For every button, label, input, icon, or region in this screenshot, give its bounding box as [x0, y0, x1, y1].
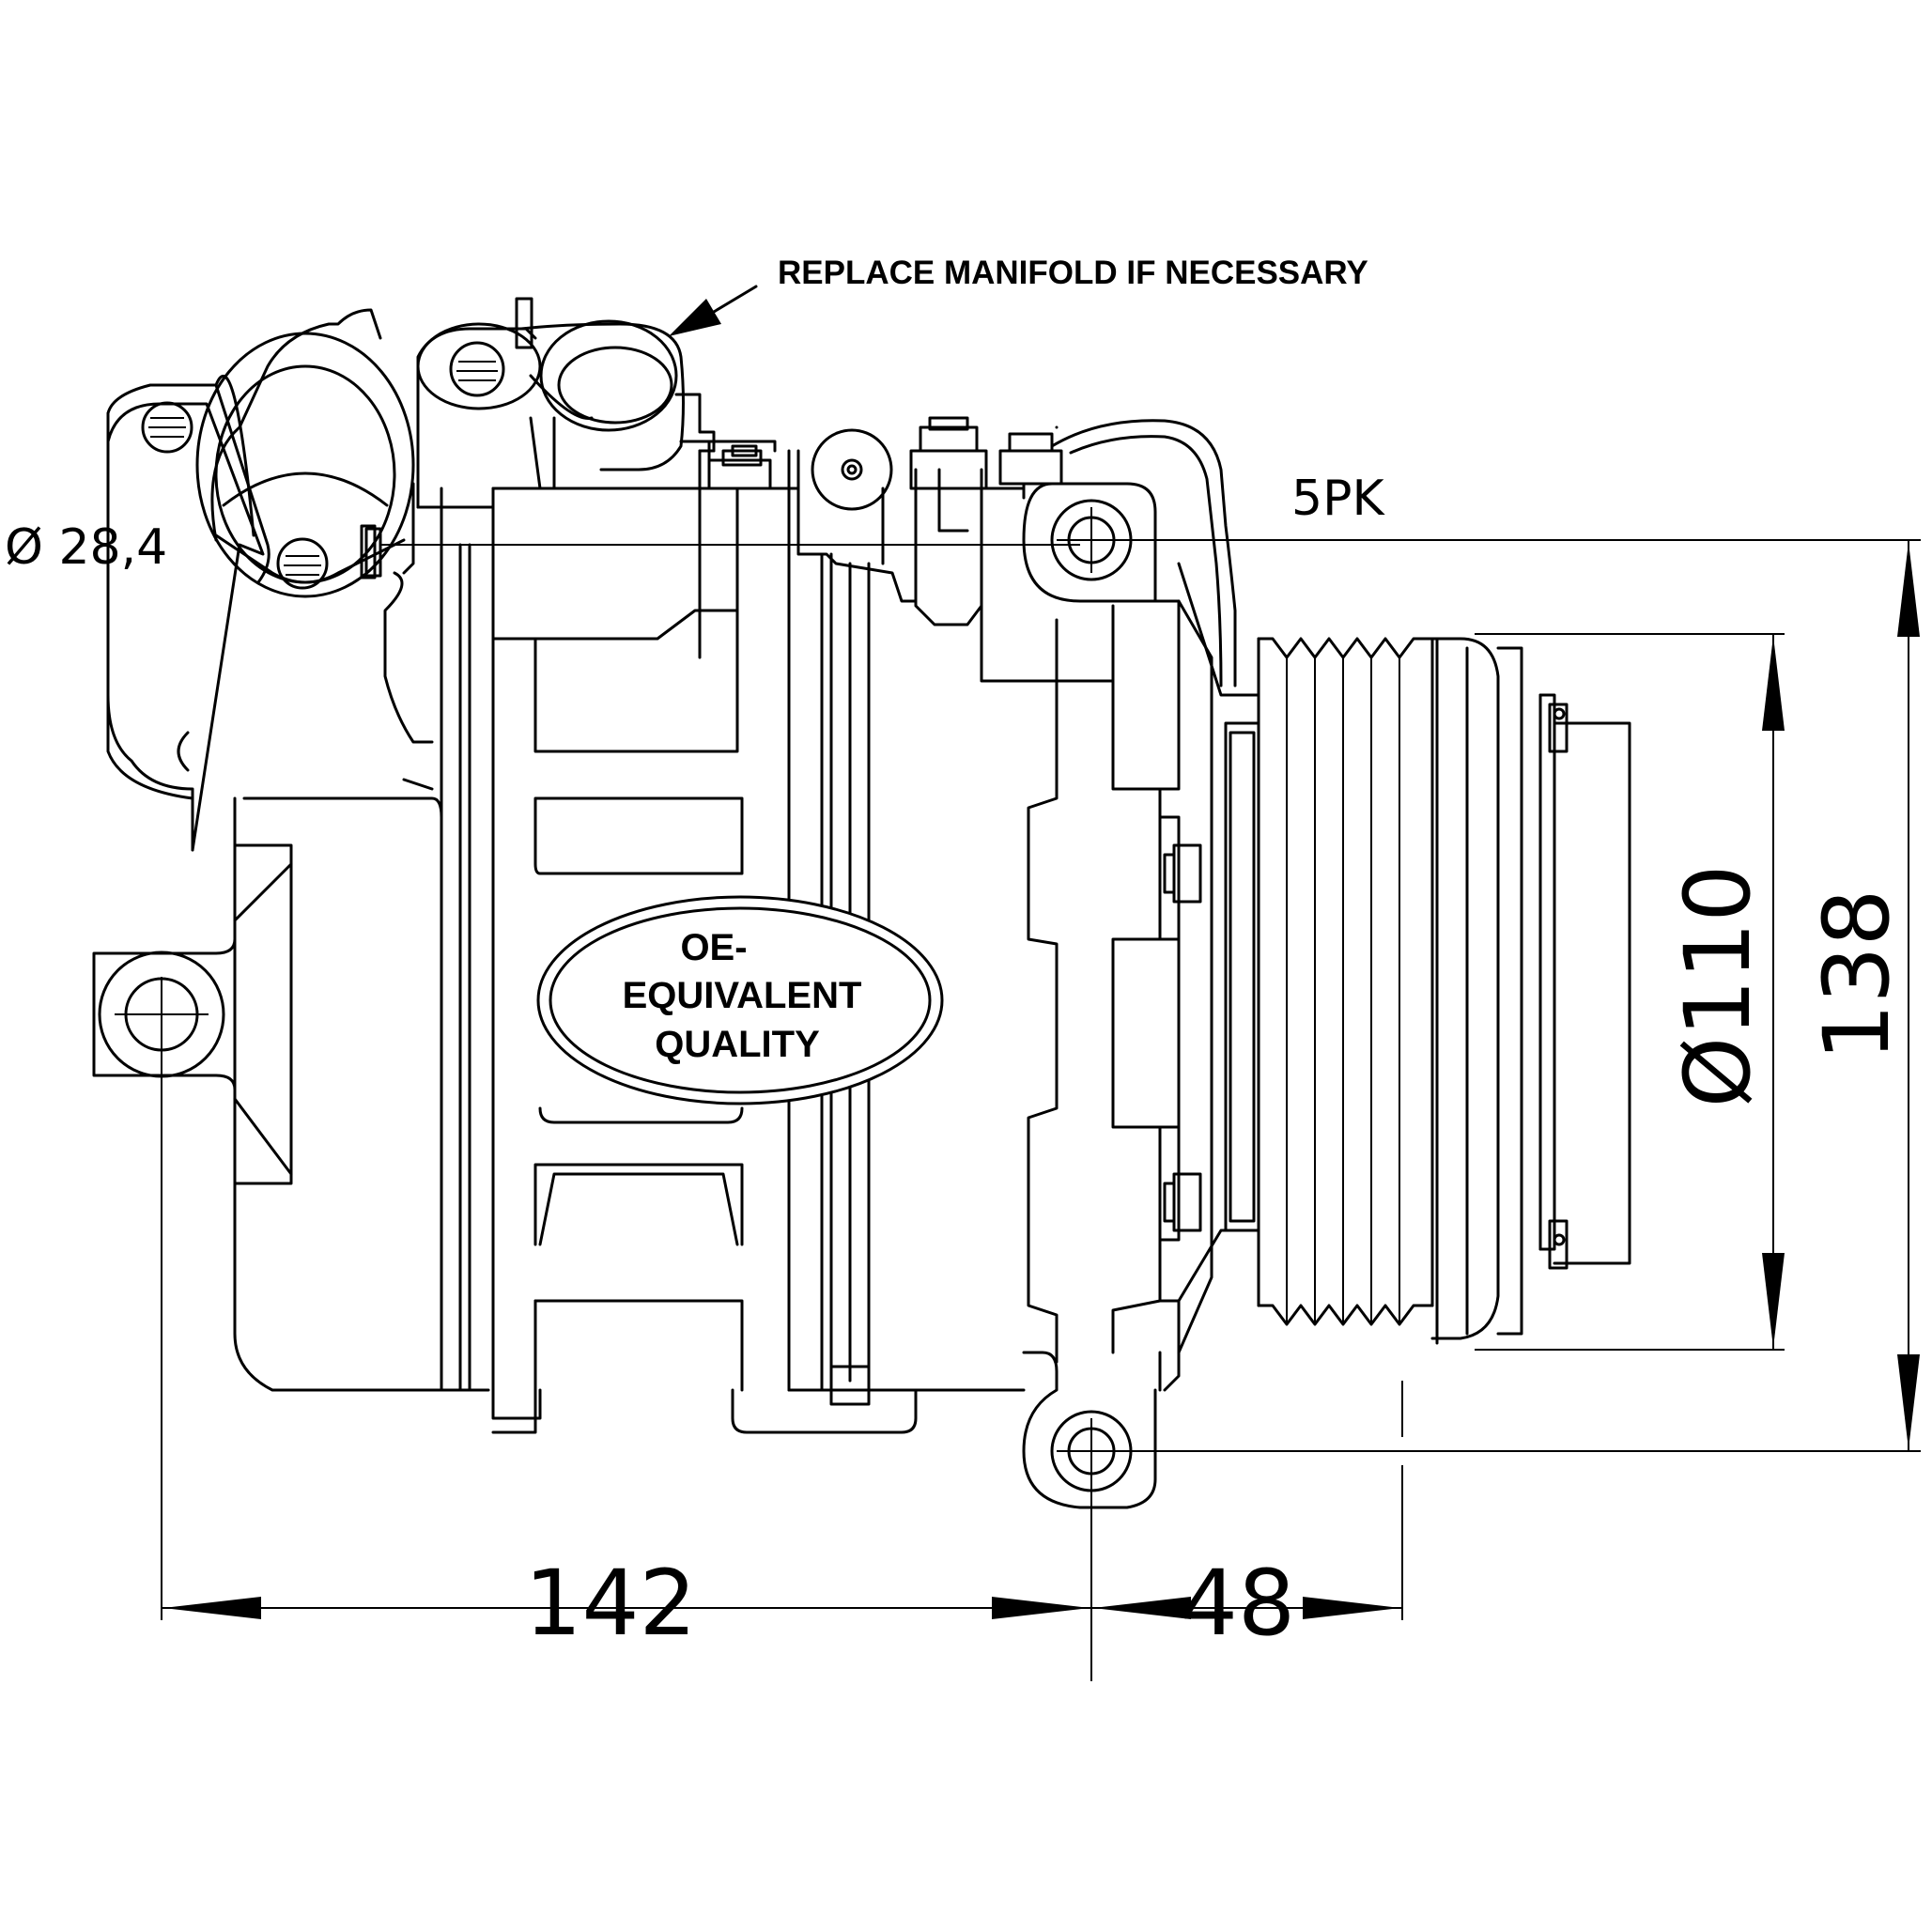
dimension-142-value: 142 — [524, 1551, 696, 1656]
manifold-note: REPLACE MANIFOLD IF NECESSARY — [778, 255, 1368, 291]
dimension-48: 48 — [1091, 1381, 1403, 1656]
face-bolt-upper — [1163, 843, 1202, 904]
clutch-pulley — [1177, 562, 1631, 1354]
manifold-pin — [364, 527, 382, 578]
manifold-note-arrowhead — [669, 299, 721, 336]
manifold-note-leader — [707, 285, 758, 317]
dimension-110: Ø110 — [1475, 633, 1785, 1351]
top-fittings — [707, 416, 1063, 626]
dimension-110-value: Ø110 — [1665, 865, 1770, 1108]
dimension-138: 138 — [1127, 539, 1921, 1452]
badge-line-2: EQUIVALENT — [623, 975, 862, 1016]
compressor-body — [92, 297, 1631, 1509]
annotations: REPLACE MANIFOLD IF NECESSARY Ø 28,4 5PK… — [5, 255, 1921, 1681]
belt-profile-label: 5PK — [1291, 471, 1385, 527]
dimension-138-value: 138 — [1804, 889, 1909, 1060]
dimension-48-value: 48 — [1181, 1551, 1295, 1656]
suction-port-block — [106, 308, 434, 852]
main-housing — [458, 449, 1026, 1434]
wire-harness — [1050, 419, 1237, 688]
face-bolt-lower — [1163, 1172, 1202, 1232]
front-head — [980, 425, 1202, 1509]
badge-line-3: QUALITY — [655, 1024, 820, 1065]
badge-line-1: OE- — [680, 927, 747, 968]
discharge-manifold — [416, 297, 716, 509]
dimension-142: 142 — [161, 1014, 1092, 1681]
oe-quality-badge: OE- EQUIVALENT QUALITY — [536, 895, 944, 1105]
left-mounting-ear — [92, 937, 237, 1091]
port-diameter-label: Ø 28,4 — [5, 519, 167, 576]
